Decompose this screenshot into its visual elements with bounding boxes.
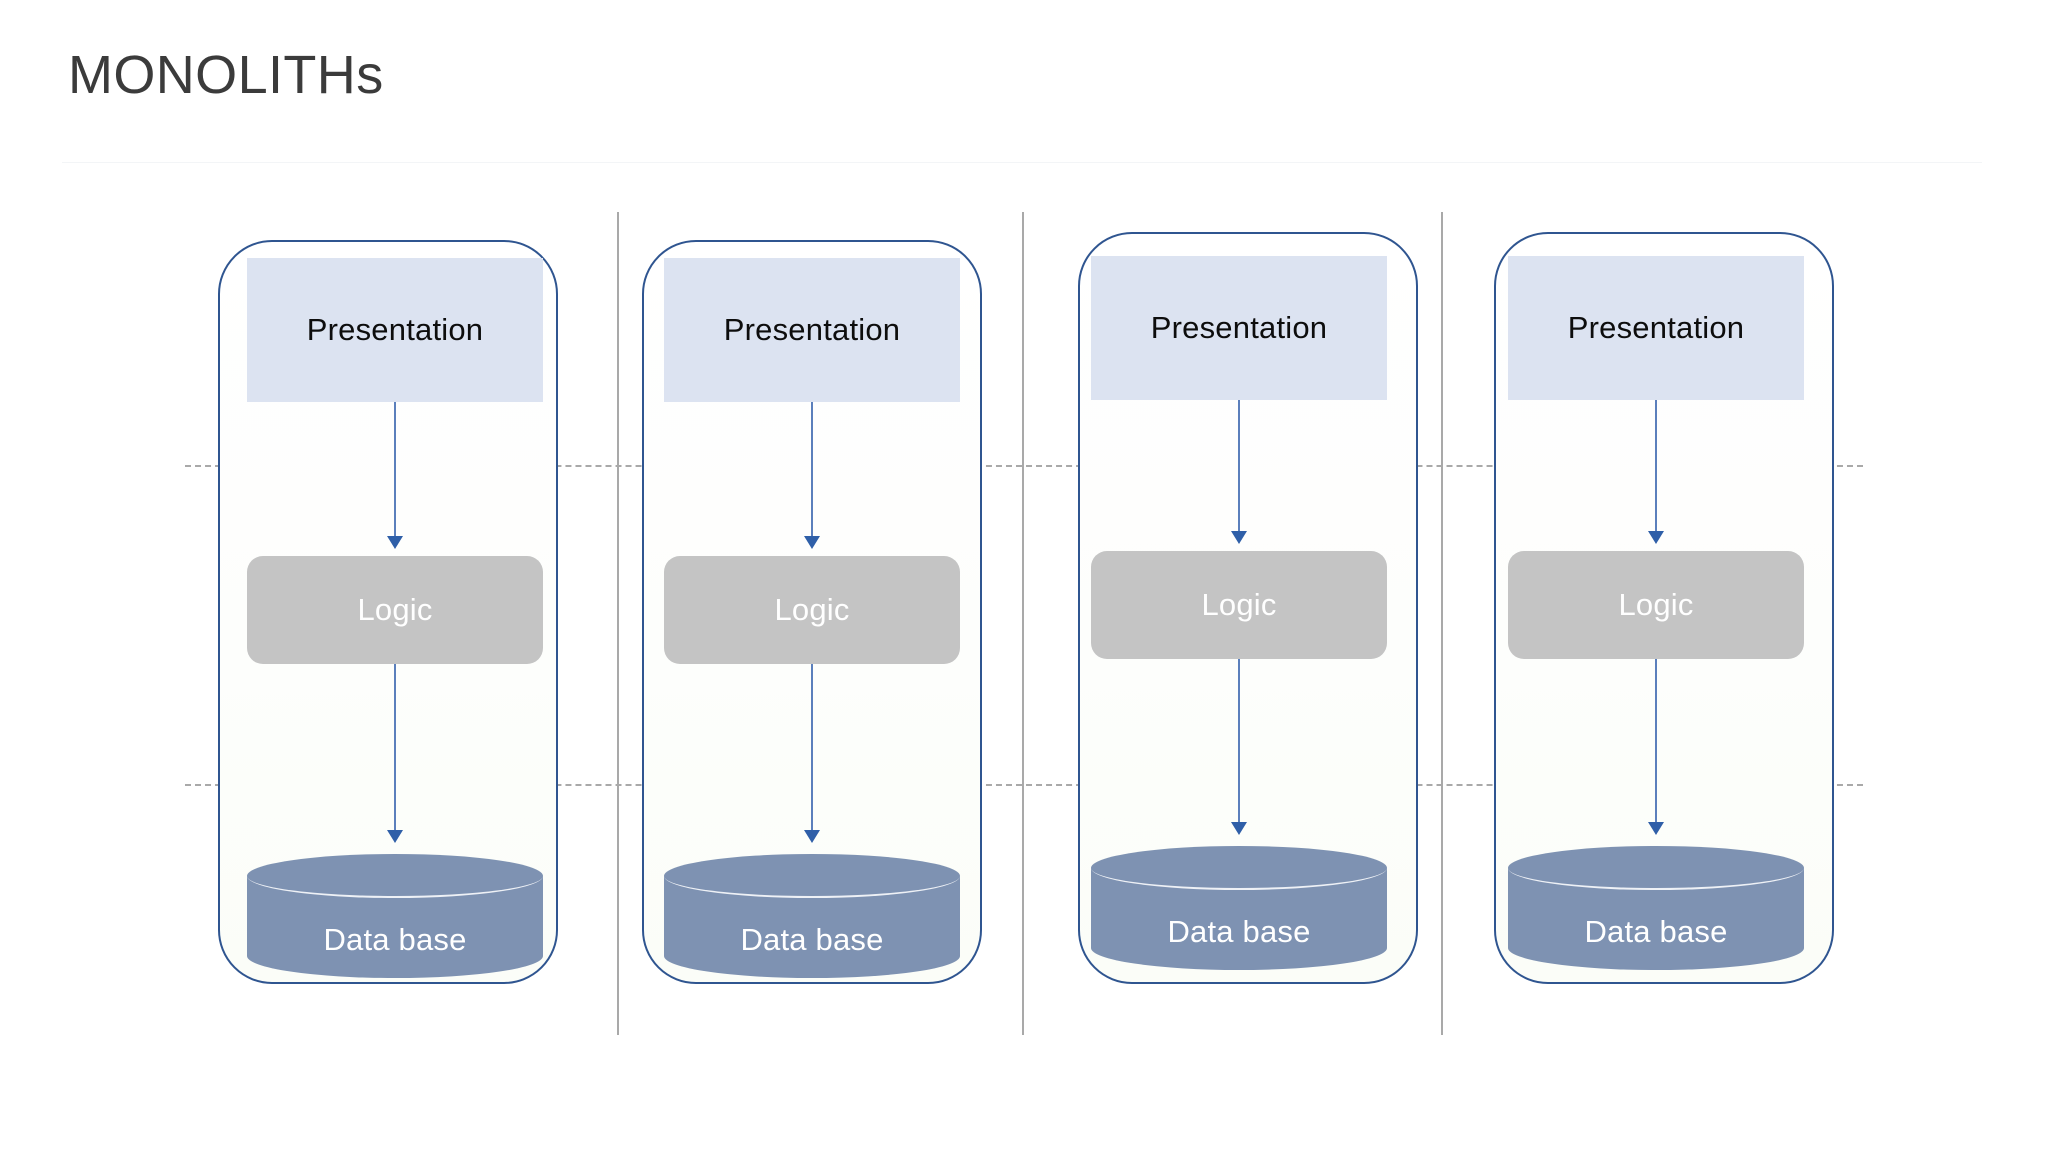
arrow-head-presentation-to-logic-3 <box>1231 531 1247 544</box>
title-underline-rule <box>62 162 1982 163</box>
presentation-label: Presentation <box>306 312 484 347</box>
database-top-ellipse <box>247 854 543 898</box>
arrow-presentation-to-logic-4 <box>1655 400 1657 534</box>
logic-label: Logic <box>357 592 433 627</box>
arrow-logic-to-database-1 <box>394 664 396 833</box>
database-label: Data base <box>323 922 467 957</box>
presentation-box-3[interactable]: Presentation <box>1091 256 1387 400</box>
logic-database-divider <box>185 784 1863 786</box>
database-label: Data base <box>1167 914 1311 949</box>
arrow-logic-to-database-4 <box>1655 659 1657 825</box>
arrow-head-logic-to-database-1 <box>387 830 403 843</box>
database-cylinder-1[interactable]: Data base <box>247 854 543 978</box>
arrow-logic-to-database-2 <box>811 664 813 833</box>
database-label: Data base <box>740 922 884 957</box>
database-cylinder-2[interactable]: Data base <box>664 854 960 978</box>
presentation-label: Presentation <box>1150 310 1328 345</box>
logic-label: Logic <box>1201 587 1277 622</box>
arrow-logic-to-database-3 <box>1238 659 1240 825</box>
logic-box-1[interactable]: Logic <box>247 556 543 664</box>
arrow-head-logic-to-database-3 <box>1231 822 1247 835</box>
logic-box-2[interactable]: Logic <box>664 556 960 664</box>
column-divider-3 <box>1441 212 1443 1035</box>
database-top-ellipse <box>664 854 960 898</box>
logic-label: Logic <box>774 592 850 627</box>
arrow-head-presentation-to-logic-4 <box>1648 531 1664 544</box>
arrow-head-logic-to-database-2 <box>804 830 820 843</box>
arrow-presentation-to-logic-1 <box>394 402 396 539</box>
arrow-head-presentation-to-logic-2 <box>804 536 820 549</box>
column-divider-1 <box>617 212 619 1035</box>
arrow-head-presentation-to-logic-1 <box>387 536 403 549</box>
presentation-box-1[interactable]: Presentation <box>247 258 543 402</box>
logic-label: Logic <box>1618 587 1694 622</box>
presentation-box-4[interactable]: Presentation <box>1508 256 1804 400</box>
presentation-label: Presentation <box>1567 310 1745 345</box>
logic-box-3[interactable]: Logic <box>1091 551 1387 659</box>
logic-box-4[interactable]: Logic <box>1508 551 1804 659</box>
presentation-box-2[interactable]: Presentation <box>664 258 960 402</box>
database-top-ellipse <box>1091 846 1387 890</box>
presentation-label: Presentation <box>723 312 901 347</box>
column-divider-2 <box>1022 212 1024 1035</box>
database-cylinder-4[interactable]: Data base <box>1508 846 1804 970</box>
arrow-presentation-to-logic-3 <box>1238 400 1240 534</box>
database-cylinder-3[interactable]: Data base <box>1091 846 1387 970</box>
database-top-ellipse <box>1508 846 1804 890</box>
arrow-head-logic-to-database-4 <box>1648 822 1664 835</box>
database-label: Data base <box>1584 914 1728 949</box>
presentation-logic-divider <box>185 465 1863 467</box>
arrow-presentation-to-logic-2 <box>811 402 813 539</box>
page-title: MONOLITHs <box>68 45 384 105</box>
